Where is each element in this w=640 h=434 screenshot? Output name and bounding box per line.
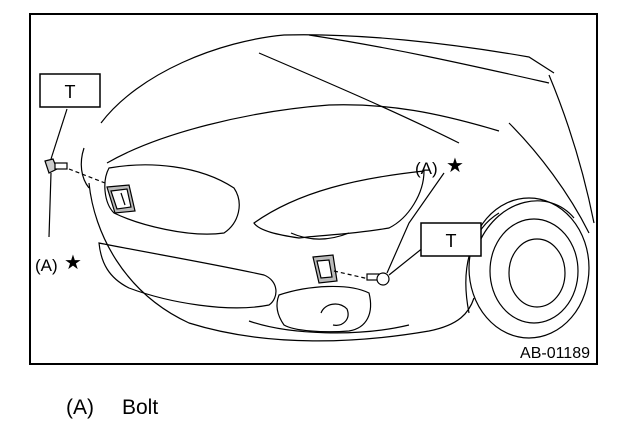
torque-label-right: T <box>446 231 457 251</box>
car-body-lines <box>80 34 595 342</box>
right-bracket <box>312 254 338 284</box>
callout-leaders <box>48 108 445 276</box>
bolt-callout-left: (A) <box>35 256 58 275</box>
legend-label: Bolt <box>122 396 159 419</box>
star-icon: ★ <box>64 252 82 274</box>
diagram-frame: T T (A) ★ (A) ★ AB-01189 <box>29 13 598 365</box>
star-icon: ★ <box>446 155 464 177</box>
left-bracket <box>106 184 136 214</box>
torque-box-left: T <box>39 73 101 108</box>
figure-code: AB-01189 <box>520 345 590 362</box>
torque-box-right: T <box>420 222 482 257</box>
legend-item: (A) Bolt <box>66 396 158 420</box>
frame-border <box>29 13 598 365</box>
bolt-right-icon <box>333 270 390 286</box>
legend: (A) Bolt <box>66 396 158 420</box>
torque-label-left: T <box>65 82 76 102</box>
legend-key: (A) <box>66 396 94 419</box>
car-front-illustration: T T (A) ★ (A) ★ AB-01189 <box>29 13 598 365</box>
bolt-callout-right: (A) <box>415 159 438 178</box>
bolt-left-icon <box>44 158 106 184</box>
